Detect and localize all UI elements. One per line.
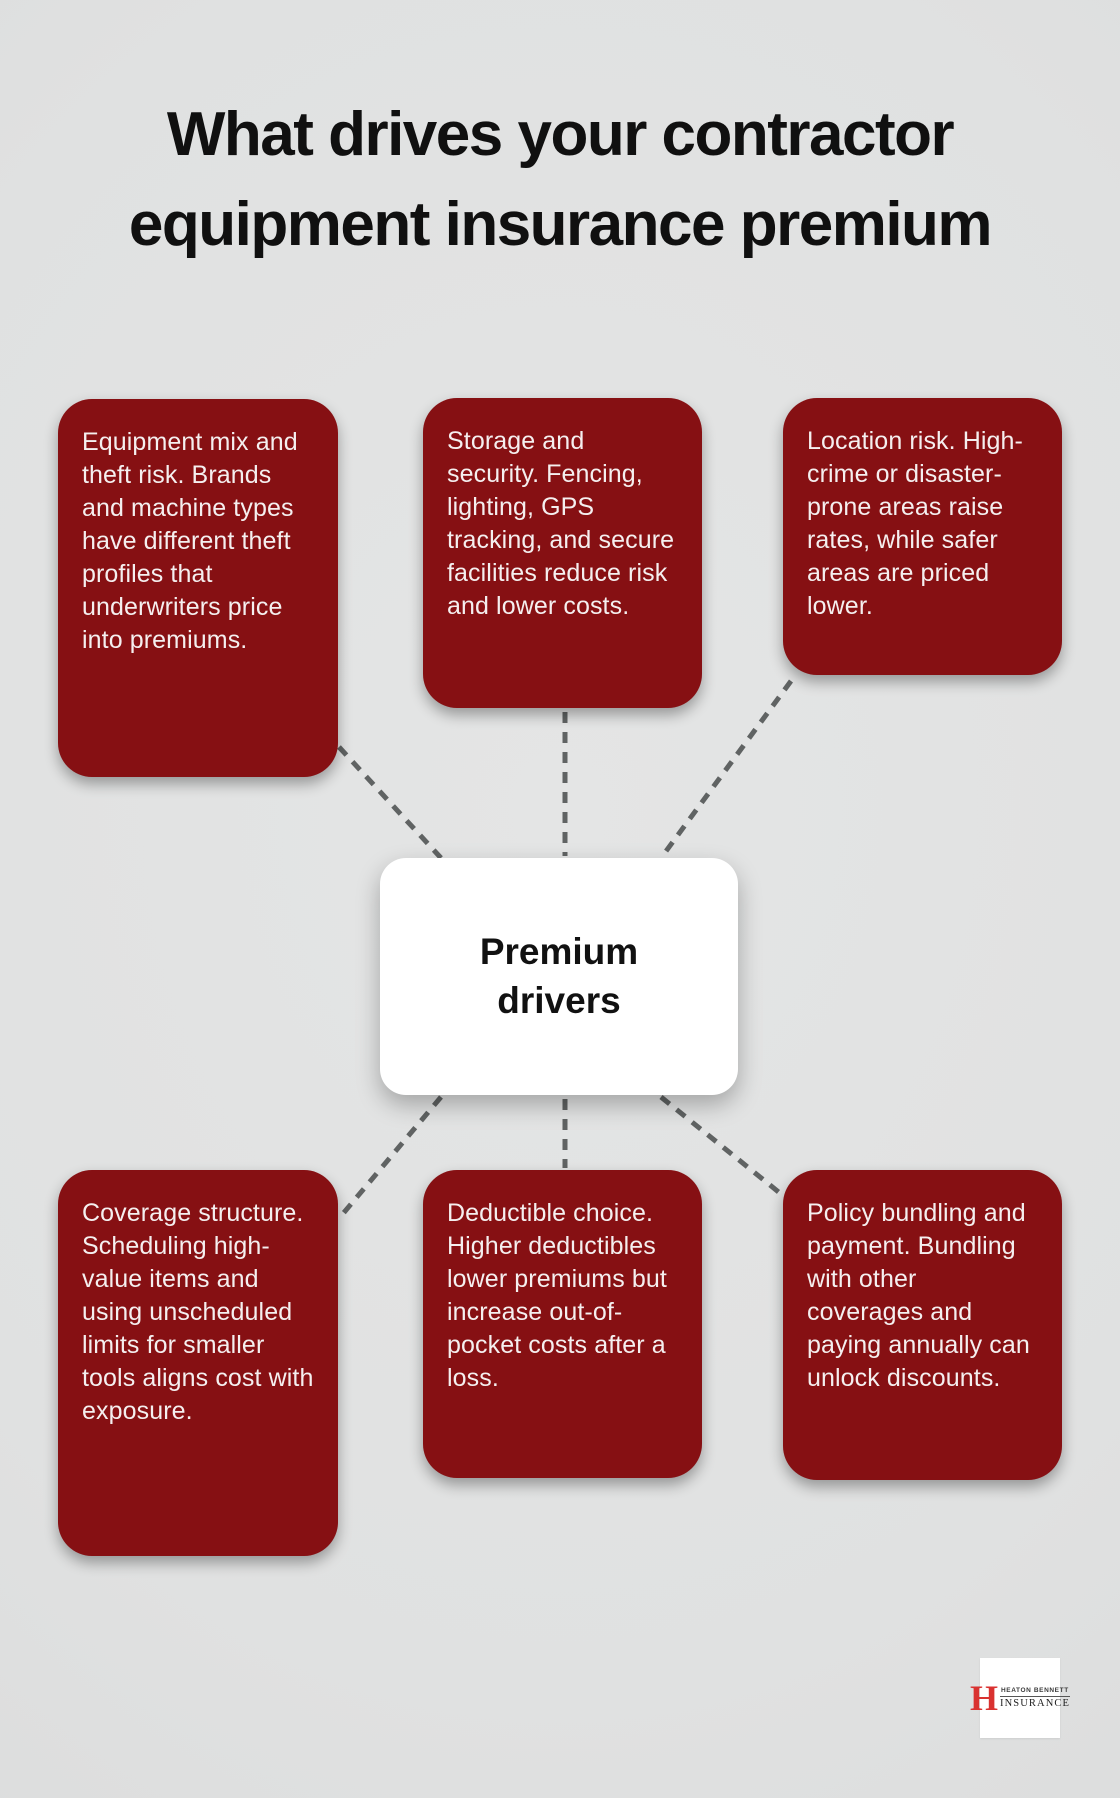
driver-box-deductible-choice: Deductible choice. Higher deductibles lo… bbox=[423, 1170, 702, 1478]
page-title-line-2: equipment insurance premium bbox=[128, 190, 993, 259]
center-node-label: Premium drivers bbox=[479, 930, 639, 1021]
driver-text-storage-security: Storage and security. Fencing, lighting,… bbox=[447, 427, 675, 620]
driver-text-equipment-mix: Equipment mix and theft risk. Brands and… bbox=[82, 428, 298, 654]
company-logo: H HEATON BENNETT INSURANCE bbox=[970, 1658, 1071, 1738]
center-node: Premium drivers bbox=[380, 858, 738, 1095]
logo-name-bottom: INSURANCE bbox=[1000, 1697, 1071, 1709]
driver-box-coverage-structure: Coverage structure. Scheduling high-valu… bbox=[58, 1170, 338, 1556]
driver-text-policy-bundling: Policy bundling and payment. Bundling wi… bbox=[807, 1199, 1030, 1392]
driver-box-storage-security: Storage and security. Fencing, lighting,… bbox=[423, 398, 702, 708]
driver-text-location-risk: Location risk. High-crime or disaster-pr… bbox=[807, 427, 1023, 620]
driver-box-policy-bundling: Policy bundling and payment. Bundling wi… bbox=[783, 1170, 1062, 1480]
logo-monogram-h: H bbox=[970, 1678, 999, 1718]
connector-equipment-mix bbox=[337, 745, 443, 860]
logo-wordmark: HEATON BENNETT INSURANCE bbox=[1000, 1687, 1071, 1709]
driver-box-location-risk: Location risk. High-crime or disaster-pr… bbox=[783, 398, 1062, 675]
connector-coverage-structure bbox=[339, 1095, 443, 1218]
logo-name-top: HEATON BENNETT bbox=[1000, 1687, 1071, 1697]
connector-policy-bundling bbox=[659, 1095, 788, 1200]
page-title-line-1: What drives your contractor bbox=[166, 100, 955, 169]
page-title: What drives your contractor equipment in… bbox=[0, 90, 1120, 270]
driver-text-deductible-choice: Deductible choice. Higher deductibles lo… bbox=[447, 1199, 667, 1392]
company-logo-lockup: H HEATON BENNETT INSURANCE bbox=[970, 1678, 1071, 1718]
driver-text-coverage-structure: Coverage structure. Scheduling high-valu… bbox=[82, 1199, 314, 1425]
driver-box-equipment-mix: Equipment mix and theft risk. Brands and… bbox=[58, 399, 338, 777]
connector-location-risk bbox=[658, 679, 794, 860]
